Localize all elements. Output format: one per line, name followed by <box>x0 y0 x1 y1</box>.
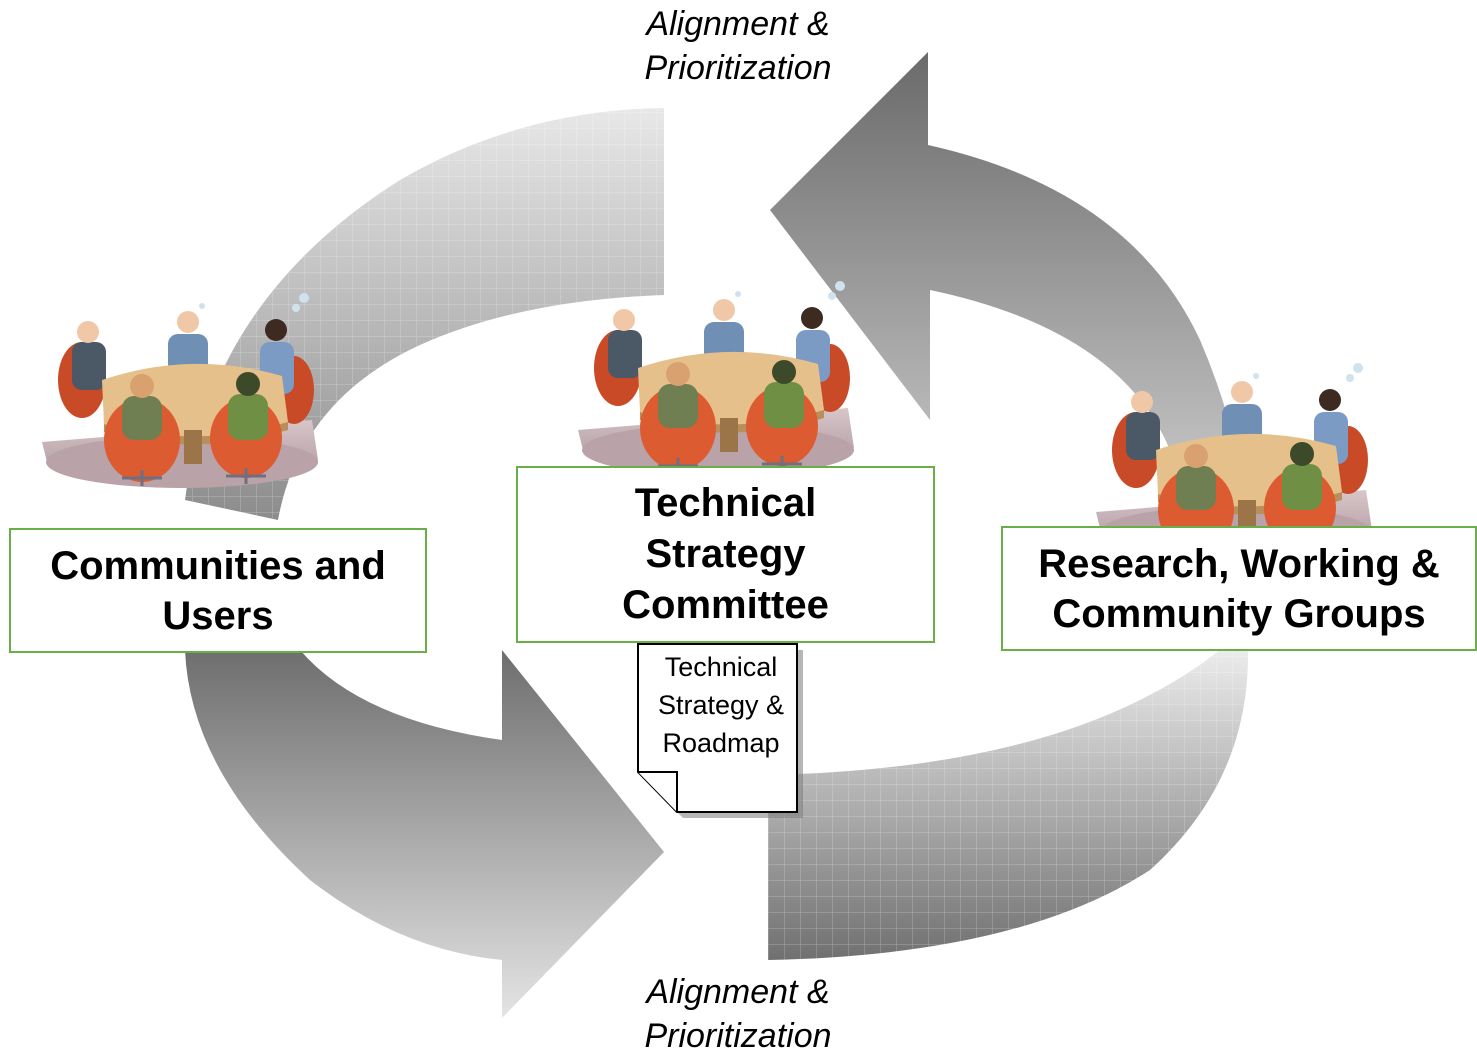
document-line-2: Strategy & <box>657 690 785 720</box>
node-left-line-1: Communities and <box>50 543 386 588</box>
caption-top: Alignment & Prioritization <box>578 2 898 90</box>
caption-top-line-2: Prioritization <box>644 49 832 87</box>
arrow-bottom-right <box>768 640 1249 960</box>
caption-top-line-1: Alignment & <box>646 5 830 43</box>
document-line-1: Technical <box>664 652 778 682</box>
caption-bottom-line-2: Prioritization <box>644 1017 832 1055</box>
caption-bottom: Alignment & Prioritization <box>578 970 898 1058</box>
node-center-line-3: Committee <box>622 583 829 627</box>
node-right-line-2: Community Groups <box>1052 591 1426 636</box>
caption-bottom-line-1: Alignment & <box>646 973 830 1011</box>
document-icon <box>637 643 803 818</box>
node-right-line-1: Research, Working & <box>1038 541 1440 586</box>
arrow-bottom-left <box>185 650 664 1018</box>
node-communities-users: Communities and Users <box>9 528 427 653</box>
node-center-line-2: Strategy <box>645 532 806 576</box>
document-label: Technical Strategy & Roadmap <box>640 648 802 762</box>
meeting-icon-left <box>40 291 320 490</box>
arrow-top-right <box>770 52 1252 620</box>
node-technical-strategy-committee: Technical Strategy Committee <box>516 466 935 643</box>
meeting-icon-center <box>576 279 856 478</box>
document-line-3: Roadmap <box>662 728 780 758</box>
node-left-line-2: Users <box>162 593 274 638</box>
node-research-working-community-groups: Research, Working & Community Groups <box>1001 526 1477 651</box>
node-center-line-1: Technical <box>634 481 817 525</box>
